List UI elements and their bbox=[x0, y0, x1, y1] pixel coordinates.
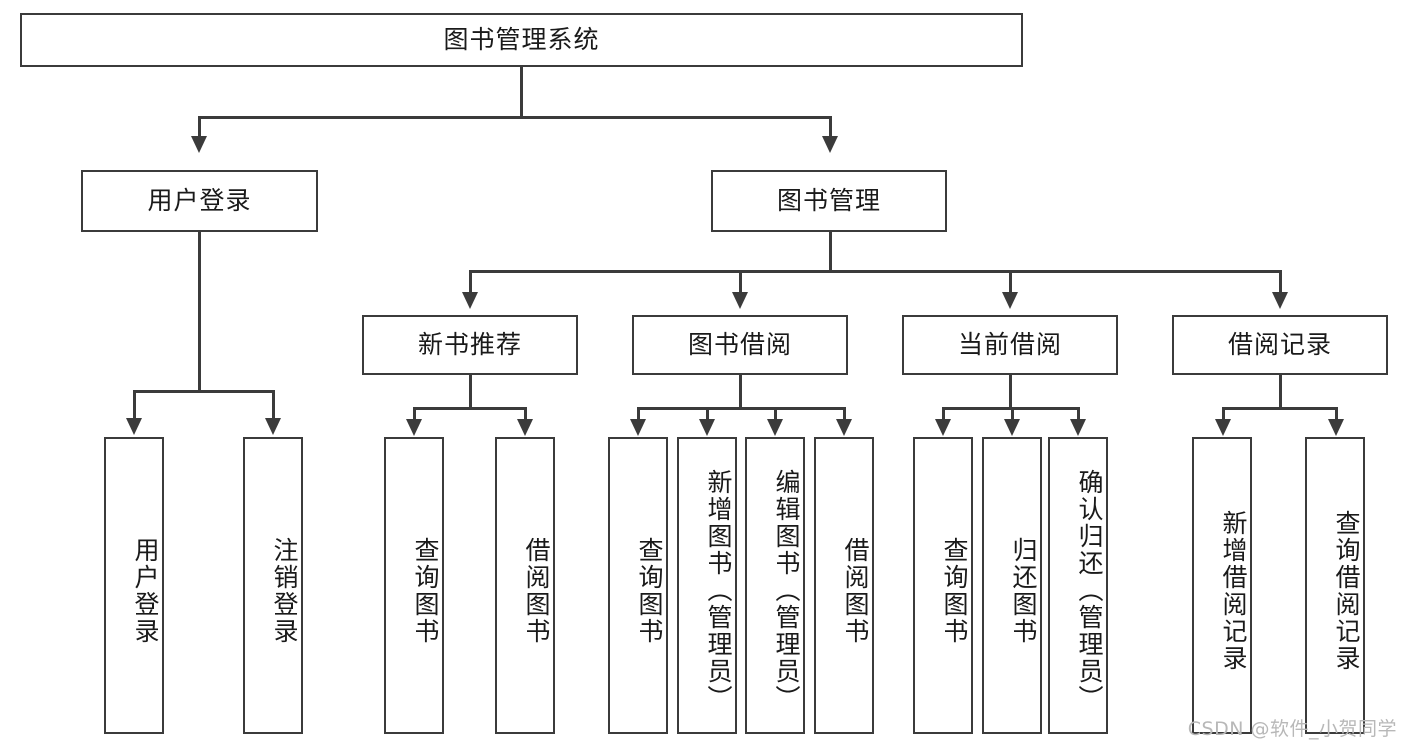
leaf-current-query-book[interactable]: 查询图书 bbox=[913, 437, 973, 734]
arrow-records-to-query bbox=[1328, 419, 1344, 436]
node-new-book-recommend[interactable]: 新书推荐 bbox=[362, 315, 578, 375]
arrow-recommend-to-borrow bbox=[517, 419, 533, 436]
edge-borrow-down bbox=[739, 375, 742, 407]
edge-book-mgmt-to-current bbox=[1009, 270, 1012, 294]
edge-current-down bbox=[1009, 375, 1012, 407]
arrow-current-to-confirm bbox=[1070, 419, 1086, 436]
arrow-borrow-to-add bbox=[699, 419, 715, 436]
edge-user-login-bus bbox=[133, 390, 273, 393]
leaf-borrow-add-book[interactable]: 新增图书（管理员） bbox=[677, 437, 737, 734]
edge-user-login-to-logout bbox=[272, 390, 275, 420]
csdn-watermark: CSDN @软件_小贺同学 bbox=[1187, 718, 1397, 740]
node-root-system[interactable]: 图书管理系统 bbox=[20, 13, 1023, 67]
leaf-records-add-record[interactable]: 新增借阅记录 bbox=[1192, 437, 1252, 734]
arrow-recommend-to-query bbox=[406, 419, 422, 436]
arrow-borrow-to-query bbox=[630, 419, 646, 436]
node-book-borrow[interactable]: 图书借阅 bbox=[632, 315, 848, 375]
leaf-user-login[interactable]: 用户登录 bbox=[104, 437, 164, 734]
edge-root-to-book-mgmt bbox=[829, 116, 832, 138]
node-borrow-records[interactable]: 借阅记录 bbox=[1172, 315, 1388, 375]
node-book-management[interactable]: 图书管理 bbox=[711, 170, 947, 232]
edge-borrow-to-query bbox=[637, 407, 640, 421]
leaf-user-logout[interactable]: 注销登录 bbox=[243, 437, 303, 734]
edge-current-to-return bbox=[1011, 407, 1014, 421]
edge-user-login-down bbox=[198, 232, 201, 390]
edge-current-to-query bbox=[942, 407, 945, 421]
edge-records-down bbox=[1279, 375, 1282, 407]
arrow-borrow-to-lend bbox=[836, 419, 852, 436]
arrow-book-mgmt-to-current bbox=[1002, 292, 1018, 309]
edge-book-mgmt-to-borrow bbox=[739, 270, 742, 294]
edge-records-bus bbox=[1222, 407, 1337, 410]
arrow-current-to-return bbox=[1004, 419, 1020, 436]
leaf-current-return-book[interactable]: 归还图书 bbox=[982, 437, 1042, 734]
node-current-borrow[interactable]: 当前借阅 bbox=[902, 315, 1118, 375]
edge-borrow-bus bbox=[637, 407, 845, 410]
edge-root-bus bbox=[198, 116, 831, 119]
arrow-borrow-to-edit bbox=[767, 419, 783, 436]
arrow-root-to-book-mgmt bbox=[822, 136, 838, 153]
arrow-current-to-query bbox=[935, 419, 951, 436]
edge-user-login-to-login bbox=[133, 390, 136, 420]
arrow-book-mgmt-to-borrow bbox=[732, 292, 748, 309]
edge-book-mgmt-to-records bbox=[1279, 270, 1282, 294]
edge-borrow-to-add bbox=[706, 407, 709, 421]
arrow-book-mgmt-to-recommend bbox=[462, 292, 478, 309]
edge-root-down bbox=[520, 67, 523, 116]
edge-recommend-to-borrow bbox=[524, 407, 527, 421]
leaf-records-query-record[interactable]: 查询借阅记录 bbox=[1305, 437, 1365, 734]
arrow-book-mgmt-to-records bbox=[1272, 292, 1288, 309]
edge-recommend-bus bbox=[413, 407, 526, 410]
leaf-recommend-borrow-book[interactable]: 借阅图书 bbox=[495, 437, 555, 734]
arrow-user-login-to-login bbox=[126, 418, 142, 435]
edge-current-bus bbox=[942, 407, 1079, 410]
leaf-borrow-lend-book[interactable]: 借阅图书 bbox=[814, 437, 874, 734]
leaf-borrow-edit-book[interactable]: 编辑图书（管理员） bbox=[745, 437, 805, 734]
edge-book-mgmt-to-recommend bbox=[469, 270, 472, 294]
edge-current-to-confirm bbox=[1077, 407, 1080, 421]
edge-book-mgmt-down bbox=[829, 232, 832, 270]
edge-book-mgmt-bus bbox=[469, 270, 1281, 273]
edge-records-to-query bbox=[1335, 407, 1338, 421]
edge-records-to-add bbox=[1222, 407, 1225, 421]
leaf-recommend-query-book[interactable]: 查询图书 bbox=[384, 437, 444, 734]
edge-borrow-to-lend bbox=[843, 407, 846, 421]
edge-recommend-to-query bbox=[413, 407, 416, 421]
leaf-current-confirm-return[interactable]: 确认归还（管理员） bbox=[1048, 437, 1108, 734]
edge-recommend-down bbox=[469, 375, 472, 407]
leaf-borrow-query-book[interactable]: 查询图书 bbox=[608, 437, 668, 734]
edge-root-to-user-login bbox=[198, 116, 201, 138]
arrow-root-to-user-login bbox=[191, 136, 207, 153]
arrow-user-login-to-logout bbox=[265, 418, 281, 435]
node-user-login[interactable]: 用户登录 bbox=[81, 170, 318, 232]
arrow-records-to-add bbox=[1215, 419, 1231, 436]
edge-borrow-to-edit bbox=[774, 407, 777, 421]
